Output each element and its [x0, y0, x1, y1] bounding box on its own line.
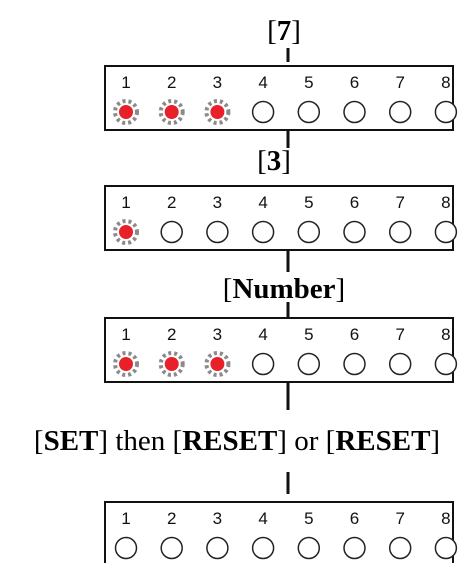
- led-number-label: 8: [441, 509, 450, 528]
- key-3: 3: [267, 145, 282, 177]
- led-number-label: 7: [395, 73, 404, 92]
- led-lit: [210, 357, 225, 371]
- led-glow: [204, 351, 231, 377]
- led-number-label: 8: [441, 193, 450, 212]
- led-number-label: 1: [121, 193, 130, 212]
- bracket-open: [: [223, 273, 233, 305]
- led-number-label: 6: [350, 509, 359, 528]
- led-number-label: 6: [350, 325, 359, 344]
- led-unlit: [160, 536, 183, 560]
- led-unlit: [343, 536, 366, 560]
- led-number-label: 7: [395, 193, 404, 212]
- led-unlit: [343, 100, 366, 124]
- led-glow: [113, 351, 139, 377]
- led-number-label: 4: [258, 325, 267, 344]
- led-number-label: 6: [350, 193, 359, 212]
- led-number-label: 2: [167, 73, 176, 92]
- key-label-3: [3]: [257, 145, 291, 177]
- led-lit: [164, 105, 179, 119]
- led-number-label: 1: [121, 73, 130, 92]
- led-unlit: [297, 536, 321, 560]
- led-unlit: [388, 220, 412, 244]
- led-unlit: [388, 352, 412, 376]
- led-unlit: [251, 220, 275, 244]
- led-number-label: 3: [213, 325, 222, 344]
- led-number-label: 5: [304, 325, 313, 344]
- led-unlit: [114, 536, 138, 560]
- led-glow: [158, 351, 185, 377]
- led-number-label: 2: [167, 325, 176, 344]
- led-unlit: [297, 352, 321, 376]
- led-number-label: 5: [304, 509, 313, 528]
- led-unlit: [388, 536, 412, 560]
- led-unlit: [434, 352, 458, 376]
- led-unlit: [160, 220, 183, 244]
- led-unlit: [251, 352, 275, 376]
- key-label-number: [Number]: [223, 273, 345, 305]
- led-lit: [119, 105, 133, 119]
- led-glow: [158, 99, 185, 125]
- key-7: 7: [277, 15, 292, 47]
- led-panel-3: 1 2 3 4 5 6 7 8: [104, 317, 458, 383]
- led-panel-4: 1 2 3 4 5 6 7 8: [104, 501, 458, 563]
- bracket-close: ]: [336, 273, 346, 305]
- bracket-open: [: [267, 15, 277, 47]
- led-number-label: 1: [121, 325, 130, 344]
- led-lit: [210, 105, 225, 119]
- led-unlit: [434, 536, 458, 560]
- key-reset: RESET: [335, 425, 430, 457]
- led-number-label: 8: [441, 73, 450, 92]
- led-lit: [119, 225, 133, 239]
- key-set: SET: [44, 425, 99, 457]
- led-lit: [164, 357, 179, 371]
- bracket-close: ]: [291, 15, 301, 47]
- led-glow: [113, 99, 139, 125]
- key-label-7: [7]: [267, 15, 301, 47]
- key-number: Number: [232, 273, 335, 305]
- bracket-open: [: [257, 145, 267, 177]
- led-glow: [113, 219, 139, 245]
- led-unlit: [434, 100, 458, 124]
- led-unlit: [251, 536, 275, 560]
- led-unlit: [297, 220, 321, 244]
- led-unlit: [388, 100, 412, 124]
- led-number-label: 7: [395, 509, 404, 528]
- led-glow: [204, 99, 231, 125]
- bracket-close: ]: [281, 145, 291, 177]
- led-number-label: 8: [441, 325, 450, 344]
- led-number-label: 2: [167, 193, 176, 212]
- led-unlit: [251, 100, 275, 124]
- led-number-label: 4: [258, 73, 267, 92]
- led-number-label: 2: [167, 509, 176, 528]
- led-number-label: 4: [258, 509, 267, 528]
- led-unlit: [343, 220, 366, 244]
- led-number-label: 3: [213, 73, 222, 92]
- led-panel-2: 1 2 3 4 5 6 7 8: [104, 185, 458, 251]
- led-panel-1: 1 2 3 4 5 6 7 8: [104, 65, 458, 131]
- led-number-label: 5: [304, 73, 313, 92]
- led-number-label: 3: [213, 193, 222, 212]
- led-number-label: 6: [350, 73, 359, 92]
- led-unlit: [343, 352, 366, 376]
- led-unlit: [297, 100, 321, 124]
- led-lit: [119, 357, 133, 371]
- led-number-label: 1: [121, 509, 130, 528]
- led-unlit: [206, 536, 229, 560]
- led-number-label: 7: [395, 325, 404, 344]
- led-unlit: [434, 220, 458, 244]
- key-reset: RESET: [182, 425, 277, 457]
- key-sequence-label: [SET] then [RESET] or [RESET]: [34, 425, 440, 457]
- led-unlit: [206, 220, 229, 244]
- led-number-label: 3: [213, 509, 222, 528]
- led-number-label: 5: [304, 193, 313, 212]
- led-number-label: 4: [258, 193, 267, 212]
